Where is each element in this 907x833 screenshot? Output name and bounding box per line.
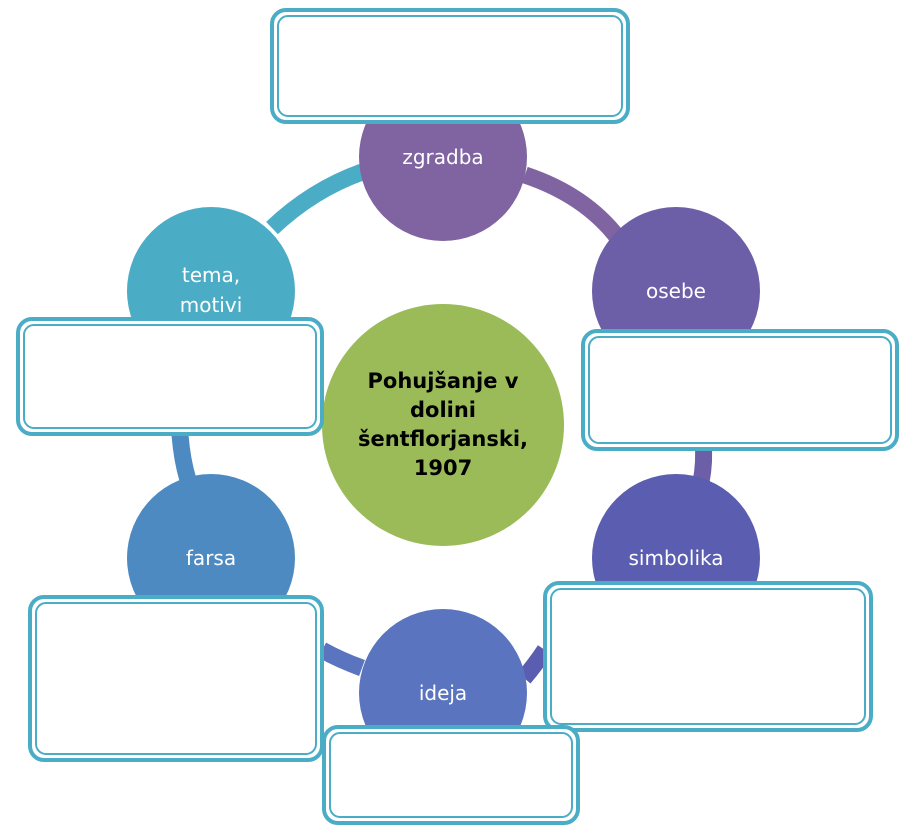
arc-ideja-farsa	[317, 642, 365, 676]
node-tema-label-line-1: tema,	[182, 263, 240, 287]
textbox-tema[interactable]	[16, 317, 324, 436]
arc-farsa-tema	[171, 434, 197, 483]
node-zgradba-label: zgradba	[402, 145, 483, 169]
textbox-simbolika[interactable]	[543, 581, 873, 732]
textbox-osebe[interactable]	[581, 329, 899, 451]
textbox-ideja[interactable]	[322, 725, 580, 825]
textbox-farsa[interactable]	[28, 595, 324, 762]
node-simbolika-label: simbolika	[629, 546, 724, 570]
center-label-line-3: šentflorjanski,	[358, 427, 528, 451]
arc-zgradba-osebe	[522, 166, 625, 244]
node-tema-label-line-2: motivi	[180, 293, 243, 317]
node-farsa-label: farsa	[186, 546, 236, 570]
node-ideja-label: ideja	[419, 681, 467, 705]
node-osebe-label: osebe	[646, 279, 706, 303]
center-circle	[322, 304, 564, 546]
center-label-line-1: Pohujšanje v	[368, 369, 519, 393]
textbox-zgradba[interactable]	[270, 8, 630, 124]
center-label-line-4: 1907	[414, 456, 472, 480]
arc-tema-zgradba	[266, 164, 365, 235]
center-label-line-2: dolini	[410, 398, 476, 422]
arc-simbolika-ideja	[517, 645, 553, 684]
